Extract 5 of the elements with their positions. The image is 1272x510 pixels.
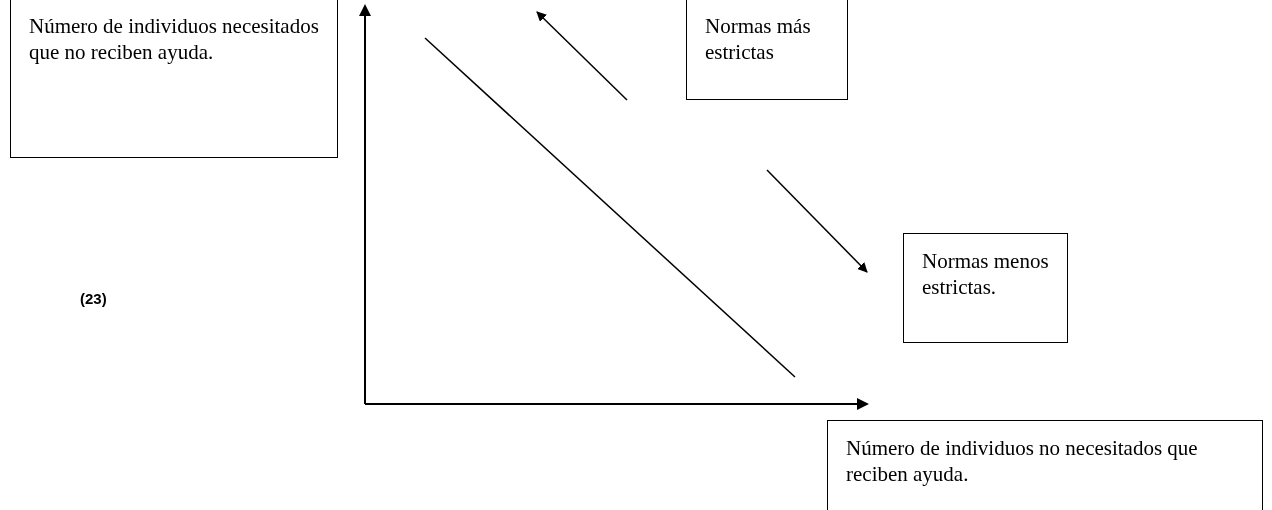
text-box: Número de individuos necesitados que no reciben ayuda. (10, 0, 338, 158)
figure-number: (23) (80, 290, 107, 307)
text-box: Normas más estrictas (686, 0, 848, 100)
text-box: Normas menos estrictas. (903, 233, 1068, 343)
text-box: Número de individuos no necesitados que reciben ayuda. (827, 420, 1263, 510)
